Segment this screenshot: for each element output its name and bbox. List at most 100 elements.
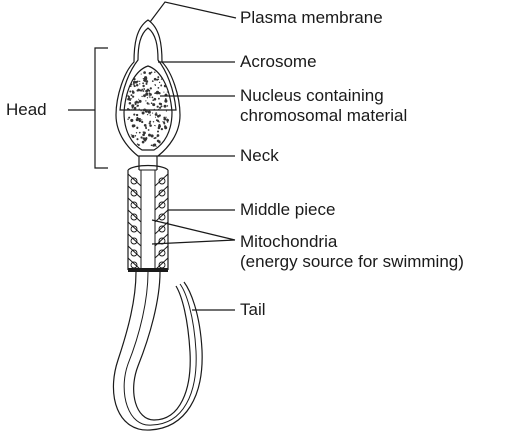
chromatin-dot	[138, 118, 139, 119]
chromatin-dot	[139, 132, 141, 134]
chromatin-dot	[136, 84, 138, 86]
chromatin-dot	[145, 90, 148, 93]
chromatin-dot	[138, 99, 139, 100]
chromatin-dot	[151, 102, 153, 104]
mitochondria-note-label: (energy source for swimming)	[240, 252, 464, 272]
chromatin-dot	[165, 98, 167, 100]
chromatin-dot	[157, 76, 159, 78]
chromatin-stipple	[127, 71, 169, 147]
chromatin-dot	[148, 134, 151, 137]
chromatin-dot	[166, 119, 168, 121]
mitochondria-label: Mitochondria	[240, 232, 337, 252]
chromatin-dot	[157, 115, 160, 118]
chromatin-dot	[143, 90, 145, 92]
chromatin-dot	[143, 109, 145, 111]
chromatin-dot	[149, 121, 151, 123]
chromatin-dot	[157, 130, 159, 132]
chromatin-dot	[129, 90, 131, 92]
chromatin-dot	[130, 119, 133, 122]
chromatin-dot	[158, 87, 160, 89]
head-label: Head	[6, 100, 47, 120]
chromatin-dot	[162, 121, 163, 122]
chromatin-dot	[151, 134, 154, 137]
plasma-membrane-label: Plasma membrane	[240, 8, 383, 28]
chromatin-dot	[150, 114, 151, 115]
chromatin-dot	[167, 121, 168, 122]
chromatin-dot	[141, 110, 142, 111]
chromatin-dot	[130, 83, 132, 85]
chromatin-dot	[154, 138, 155, 139]
nucleus-label-line1: Nucleus containing	[240, 86, 384, 106]
chromatin-dot	[153, 121, 154, 122]
chromatin-dot	[141, 121, 143, 123]
chromatin-dot	[132, 136, 134, 138]
chromatin-dot	[149, 122, 151, 124]
chromatin-dot	[160, 85, 162, 87]
chromatin-dot	[136, 138, 138, 140]
tail-label: Tail	[240, 300, 266, 320]
chromatin-dot	[147, 114, 148, 115]
chromatin-dot	[157, 106, 159, 108]
chromatin-dot	[160, 103, 162, 105]
mitochondria-leaders	[152, 220, 235, 244]
chromatin-dot	[139, 89, 141, 91]
chromatin-dot	[133, 78, 135, 80]
chromatin-dot	[130, 85, 132, 87]
chromatin-dot	[167, 105, 169, 107]
chromatin-dot	[127, 118, 128, 119]
chromatin-dot	[138, 144, 140, 146]
chromatin-dot	[154, 125, 155, 126]
chromatin-dot	[156, 91, 159, 94]
chromatin-dot	[139, 83, 140, 84]
chromatin-dot	[133, 114, 135, 116]
chromatin-dot	[132, 96, 134, 98]
chromatin-dot	[144, 124, 147, 127]
chromatin-dot	[159, 107, 161, 109]
chromatin-dot	[148, 90, 150, 92]
chromatin-dot	[157, 134, 160, 137]
chromatin-dot	[143, 132, 146, 135]
plasma-membrane-leader	[150, 2, 236, 22]
chromatin-dot	[161, 78, 162, 79]
chromatin-dot	[155, 85, 156, 86]
chromatin-dot	[152, 144, 154, 146]
chromatin-dot	[133, 81, 136, 84]
chromatin-dot	[149, 93, 152, 96]
chromatin-dot	[132, 107, 134, 109]
chromatin-dot	[128, 109, 130, 111]
chromatin-dot	[139, 109, 140, 110]
chromatin-dot	[136, 90, 138, 92]
chromatin-dot	[142, 141, 145, 144]
chromatin-dot	[131, 109, 132, 110]
chromatin-dot	[142, 112, 145, 115]
chromatin-dot	[144, 80, 146, 82]
chromatin-dot	[129, 102, 132, 105]
chromatin-dot	[163, 123, 165, 125]
chromatin-dot	[142, 85, 144, 87]
chromatin-dot	[134, 107, 137, 110]
chromatin-dot	[134, 102, 136, 104]
chromatin-dot	[131, 134, 132, 135]
chromatin-dot	[163, 118, 166, 121]
chromatin-dot	[149, 96, 150, 97]
chromatin-dot	[143, 137, 146, 140]
plasma-membrane-outline	[116, 20, 180, 156]
chromatin-dot	[145, 110, 148, 113]
chromatin-dot	[148, 103, 149, 104]
chromatin-dot	[145, 100, 146, 101]
middle-piece-label: Middle piece	[240, 200, 335, 220]
chromatin-dot	[134, 85, 136, 87]
head-bracket	[95, 48, 108, 168]
chromatin-dot	[154, 78, 157, 81]
chromatin-dot	[143, 88, 145, 90]
chromatin-dot	[148, 129, 150, 131]
chromatin-dot	[143, 71, 146, 74]
chromatin-dot	[159, 82, 160, 83]
chromatin-dot	[145, 83, 147, 85]
chromatin-dot	[146, 137, 147, 138]
nucleus-outline	[124, 66, 172, 150]
chromatin-dot	[154, 109, 155, 110]
chromatin-dot	[139, 100, 142, 103]
chromatin-dot	[155, 117, 156, 118]
